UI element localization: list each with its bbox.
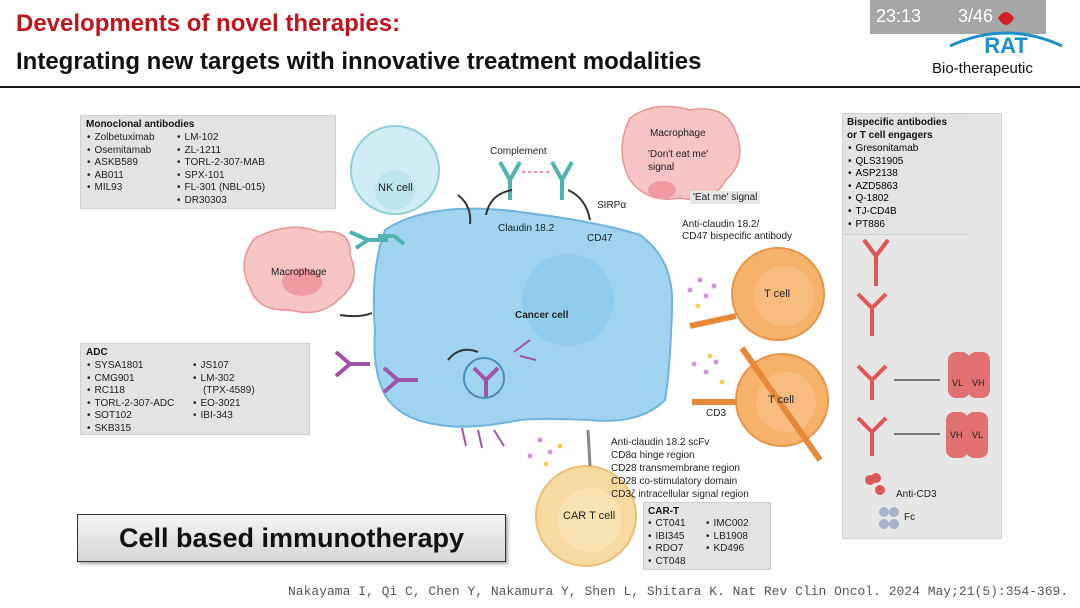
monoclonal-antibodies-box: Monoclonal antibodies Zolbetuximab Osemi… xyxy=(80,115,336,209)
list-item: CMG901 xyxy=(87,373,174,386)
list-item: EO-3021 xyxy=(193,398,255,411)
car-parts-labels: Anti-claudin 18.2 scFv CD8α hinge region… xyxy=(611,436,749,501)
cd47-label: CD47 xyxy=(587,233,613,244)
list-item: TORL-2-307-ADC xyxy=(87,398,175,411)
fc-legend: Fc xyxy=(904,512,916,523)
cancer-cell-label: Cancer cell xyxy=(515,310,569,321)
logo-wordmark: RAT xyxy=(984,33,1028,58)
list-item: CT048 xyxy=(648,556,686,569)
list-item: Osemitamab xyxy=(87,145,155,158)
list-item: RC118 xyxy=(87,385,174,398)
t-cell-1-label: T cell xyxy=(764,288,791,300)
list-item: AB011 xyxy=(87,170,155,183)
list-item: DR30303 xyxy=(177,195,265,208)
list-item: FL-301 (NBL-015) xyxy=(177,182,266,195)
caption-box: Cell based immunotherapy xyxy=(77,514,506,562)
eat-me-label: 'Eat me' signal xyxy=(690,191,761,204)
list-item: LM-302 xyxy=(193,373,255,386)
list-item: IMC002 xyxy=(706,518,749,531)
clock-readout: 23:13 xyxy=(876,6,922,26)
vh-label-2: VH xyxy=(950,430,963,440)
cancer-cell-shape xyxy=(372,207,674,428)
slide-subtitle: Integrating new targets with innovative … xyxy=(16,48,702,75)
vl-label-2: VL xyxy=(972,430,984,440)
slide-title: Developments of novel therapies: xyxy=(16,10,401,37)
slide-counter: 3/46 xyxy=(958,6,994,26)
monoclonal-list-col1: Zolbetuximab Osemitamab ASKB589 AB011 MI… xyxy=(87,132,155,195)
list-item: Gresonitamab xyxy=(848,143,919,156)
anti-cd3-legend: Anti-CD3 xyxy=(896,489,937,500)
vl-label-1: VL xyxy=(952,378,964,388)
t-cell-2-label: T cell xyxy=(768,394,795,406)
monoclonal-title: Monoclonal antibodies xyxy=(86,119,195,130)
company-logo-icon: RAT xyxy=(949,12,1063,58)
car-part-scfv: Anti-claudin 18.2 scFv xyxy=(611,437,710,448)
list-item: TJ-CD4B xyxy=(848,206,918,219)
list-item: AZD5863 xyxy=(848,181,918,194)
list-item: ASP2138 xyxy=(848,168,918,181)
adc-list-col1: SYSA1801 CMG901 RC118 TORL-2-307-ADC SOT… xyxy=(87,360,175,436)
macrophage-top-label: Macrophage xyxy=(650,128,706,139)
list-item: IBI-343 xyxy=(193,410,255,423)
list-item: RDO7 xyxy=(648,543,686,556)
car-part-costim: CD28 co-stimulatory domain xyxy=(611,476,738,487)
vh-label-1: VH xyxy=(972,378,985,388)
list-item: ZL-1211 xyxy=(177,145,265,158)
car-t-list-col1: CT041 IBI345 RDO7 CT048 xyxy=(648,518,686,568)
anti-claudin-cd47-line1: Anti-claudin 18.2/ xyxy=(682,219,760,230)
claudin-label: Claudin 18.2 xyxy=(498,223,555,234)
list-item: (TPX-4589) xyxy=(203,385,255,397)
macrophage-top-shape xyxy=(621,105,741,201)
car-t-title: CAR-T xyxy=(648,506,680,517)
car-t-cell-label: CAR T cell xyxy=(563,510,616,522)
sirpa-label: SIRPα xyxy=(597,200,627,211)
list-item: QLS31905 xyxy=(848,156,918,169)
list-item: SYSA1801 xyxy=(87,360,174,373)
car-part-hinge: CD8α hinge region xyxy=(611,450,695,461)
cd3-label: CD3 xyxy=(706,408,727,419)
bispecific-list: Gresonitamab QLS31905 ASP2138 AZD5863 Q-… xyxy=(848,143,919,232)
list-item: SOT102 xyxy=(87,410,174,423)
list-item: ASKB589 xyxy=(87,157,155,170)
dont-eat-me-line2: signal xyxy=(648,162,675,173)
nucleus-shape xyxy=(522,254,614,346)
bispecific-title-2: or T cell engagers xyxy=(847,130,933,141)
nk-cell-label: NK cell xyxy=(378,182,413,194)
anti-claudin-cd47-line2: CD47 bispecific antibody xyxy=(682,231,793,242)
bispecific-title-1: Bispecific antibodies xyxy=(847,117,948,128)
dont-eat-me-line1: 'Don't eat me' xyxy=(648,149,709,160)
adc-list-col2: JS107 LM-302 (TPX-4589) EO-3021 IBI-343 xyxy=(193,360,255,423)
car-t-box: CAR-T CT041 IBI345 RDO7 CT048 IMC002 LB1… xyxy=(643,502,771,570)
header-divider xyxy=(0,86,1080,88)
list-item: Zolbetuximab xyxy=(87,132,155,145)
complement-label: Complement xyxy=(490,146,547,157)
adc-box: ADC SYSA1801 CMG901 RC118 TORL-2-307-ADC… xyxy=(80,343,310,435)
car-part-signal: CD3ζ intracellular signal region xyxy=(611,489,749,500)
adc-title: ADC xyxy=(86,347,108,358)
complement-antibodies xyxy=(498,161,574,200)
video-overlay-bar: 23:13 3/46 xyxy=(870,0,1046,34)
list-item: IBI345 xyxy=(648,531,686,544)
list-item: CT041 xyxy=(648,518,686,531)
car-t-list-col2: IMC002 LB1908 KD496 xyxy=(706,518,749,556)
list-item: KD496 xyxy=(706,543,749,556)
list-item: LB1908 xyxy=(706,531,749,544)
list-item: JS107 xyxy=(193,360,255,373)
list-item: LM-102 xyxy=(177,132,265,145)
list-item: SPX-101 xyxy=(177,170,265,183)
company-name: Bio-therapeutic xyxy=(932,60,1033,77)
list-item: Q-1802 xyxy=(848,193,918,206)
macrophage-left-label: Macrophage xyxy=(271,267,327,278)
list-item: PT886 xyxy=(848,219,918,232)
list-item: SKB315 xyxy=(87,423,174,436)
monoclonal-list-col2: LM-102 ZL-1211 TORL-2-307-MAB SPX-101 FL… xyxy=(177,132,266,208)
list-item: MIL93 xyxy=(87,182,155,195)
bispecific-icons xyxy=(856,238,890,456)
list-item: TORL-2-307-MAB xyxy=(177,157,265,170)
dont-eat-me-label: 'Don't eat me' signal xyxy=(648,148,708,174)
anti-claudin-cd47-label: Anti-claudin 18.2/ CD47 bispecific antib… xyxy=(682,219,792,243)
car-part-tm: CD28 transmembrane region xyxy=(611,463,740,474)
citation: Nakayama I, Qi C, Chen Y, Nakamura Y, Sh… xyxy=(288,584,1069,599)
